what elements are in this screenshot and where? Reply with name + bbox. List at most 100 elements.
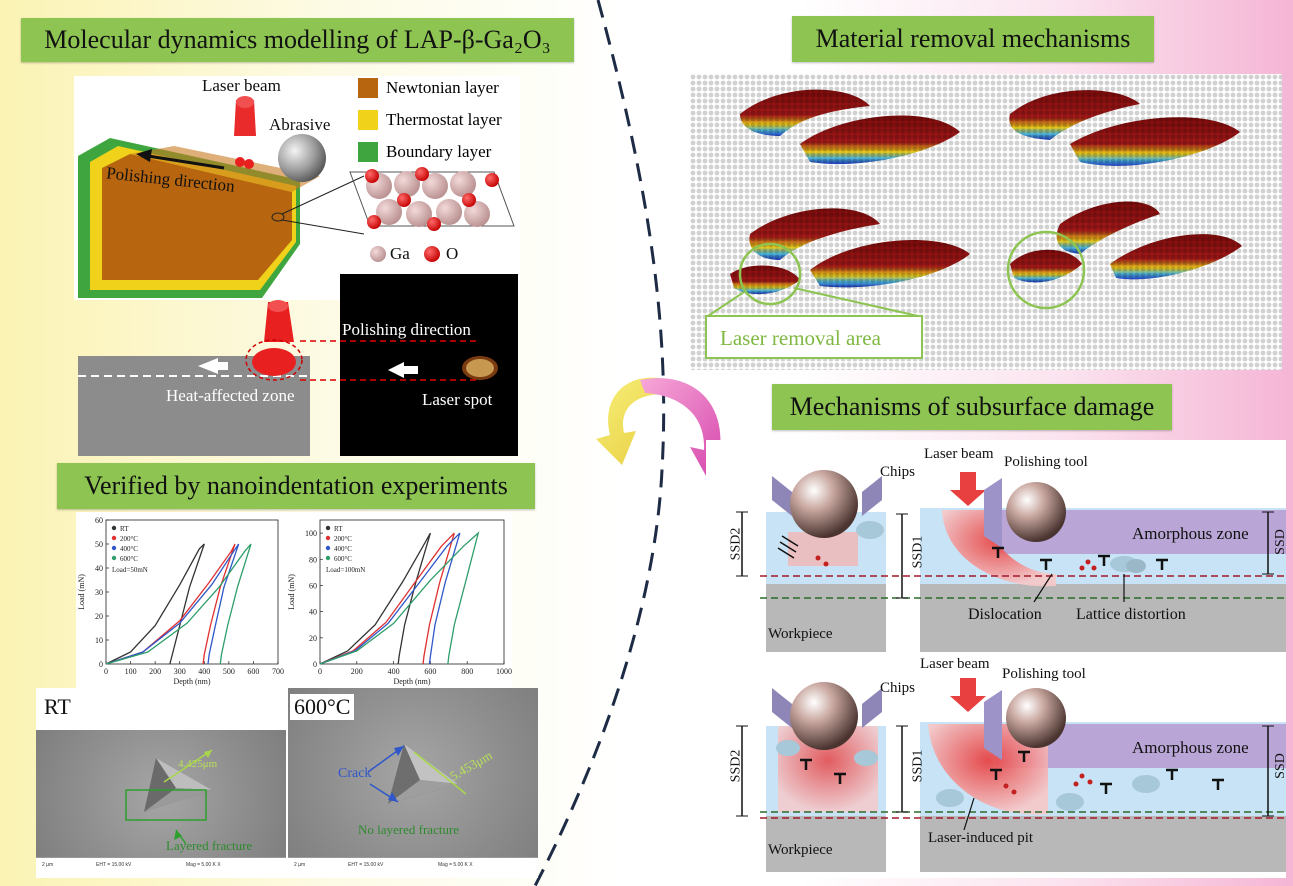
x-tick-label: 300 (174, 667, 186, 676)
load-annotation: Load=50mN (112, 566, 148, 574)
legend-thermostat: Thermostat layer (358, 110, 502, 130)
y-axis-label: Load (mN) (77, 574, 86, 610)
heat-zone-panel: Heat-affected zone (78, 296, 310, 456)
y-tick-label: 40 (309, 608, 317, 617)
polishing-tool-label-1: Polishing tool (1004, 454, 1088, 470)
o-label: O (446, 244, 459, 263)
subsurface-panel: Chips Laser beam Polishing tool Amorphou… (706, 440, 1286, 878)
laser-beam-label: Laser beam (202, 76, 281, 95)
y-tick-label: 30 (95, 588, 103, 597)
legend-label-3: 600°C (334, 555, 352, 563)
x-tick-label: 400 (388, 667, 400, 676)
legend-marker-3 (111, 555, 117, 561)
heat-affected-zone-label: Heat-affected zone (166, 386, 295, 405)
load-annotation: Load=100mN (326, 566, 365, 574)
chips-label-1: Chips (880, 464, 916, 480)
legend-marker-0 (325, 525, 331, 531)
y-tick-label: 60 (309, 581, 317, 590)
abrasive-label: Abrasive (269, 115, 331, 134)
y-tick-label: 80 (309, 555, 317, 564)
laser-spot-panel: Polishing direction Laser spot (340, 274, 518, 456)
legend-marker-0 (111, 525, 117, 531)
series-line-0 (319, 532, 432, 665)
y-tick-label: 40 (95, 564, 103, 573)
ssd2-label-1: SSD2 (728, 527, 744, 561)
y-tick-label: 0 (99, 660, 103, 669)
y-tick-label: 20 (95, 612, 103, 621)
x-tick-label: 800 (461, 667, 473, 676)
laser-spot-drawing (388, 356, 498, 380)
dim-rt-label: 4.425μm (178, 758, 218, 770)
series-line-3 (319, 531, 480, 665)
polishing-direction-2-label: Polishing direction (342, 320, 471, 339)
laser-spot-label: Laser spot (422, 390, 493, 409)
legend-marker-1 (325, 535, 331, 541)
series-line-1 (105, 543, 236, 665)
subsurface-title-banner: Mechanisms of subsurface damage (772, 384, 1172, 430)
legend-newtonian-label: Newtonian layer (386, 78, 499, 97)
laser-induced-pit-label: Laser-induced pit (928, 830, 1034, 846)
md-title: Molecular dynamics modelling of LAP-β-Ga… (44, 25, 551, 54)
heat-zone-drawing (78, 300, 310, 456)
laser-spot-link (300, 340, 478, 381)
newtonian-swatch (358, 78, 378, 98)
legend-label-1: 200°C (120, 535, 138, 543)
removal-panel: Laser removal area (690, 74, 1282, 370)
y-tick-label: 20 (309, 634, 317, 643)
no-layered-fracture-label: No layered fracture (358, 822, 460, 837)
series-line-2 (105, 543, 240, 665)
legend-label-1: 200°C (334, 535, 352, 543)
boundary-swatch (358, 142, 378, 162)
legend-marker-2 (325, 545, 331, 551)
x-tick-label: 600 (424, 667, 436, 676)
subsurface-drawing (736, 470, 1286, 872)
laser-beam-label-1: Laser beam (924, 446, 994, 462)
md-title-banner: Molecular dynamics modelling of LAP-β-Ga… (21, 18, 574, 62)
x-tick-label: 400 (198, 667, 210, 676)
y-tick-label: 10 (95, 636, 103, 645)
laser-removal-area-label: Laser removal area (720, 326, 881, 350)
polishing-tool-label-2: Polishing tool (1002, 666, 1086, 682)
x-tick-label: 600 (247, 667, 259, 676)
md-substrate-drawing (78, 96, 515, 298)
chips-label-2: Chips (880, 680, 916, 696)
legend-boundary-label: Boundary layer (386, 142, 492, 161)
y-tick-label: 60 (95, 516, 103, 525)
ssd1-label-1: SSD1 (910, 535, 926, 569)
amorphous-zone-label-2: Amorphous zone (1132, 738, 1249, 757)
ssd1-label-2: SSD1 (910, 749, 926, 783)
laser-beam-label-2: Laser beam (920, 656, 990, 672)
indent-600-drawing (367, 744, 467, 804)
series-line-2 (319, 532, 461, 665)
removal-title-banner: Material removal mechanisms (792, 16, 1154, 62)
x-axis-label: Depth (nm) (393, 677, 430, 686)
thermostat-swatch (358, 110, 378, 130)
plot-frame (319, 519, 505, 665)
layered-fracture-label: Layered fracture (166, 838, 253, 853)
legend-thermostat-label: Thermostat layer (386, 110, 502, 129)
subsurface-title: Mechanisms of subsurface damage (789, 392, 1155, 421)
series-line-0 (105, 543, 205, 665)
x-tick-label: 500 (223, 667, 235, 676)
x-tick-label: 0 (104, 667, 108, 676)
legend-label-2: 400°C (120, 545, 138, 553)
lattice-distortion-label: Lattice distortion (1076, 606, 1186, 623)
y-tick-label: 50 (95, 540, 103, 549)
x-tick-label: 1000 (496, 667, 512, 676)
dislocation-label: Dislocation (968, 606, 1042, 623)
nano-title: Verified by nanoindentation experiments (84, 471, 508, 500)
crack-label: Crack (338, 766, 372, 781)
x-tick-label: 0 (318, 667, 322, 676)
legend-newtonian: Newtonian layer (358, 78, 499, 98)
x-tick-label: 200 (149, 667, 161, 676)
ssd2-label-2: SSD2 (728, 749, 744, 783)
removal-title: Material removal mechanisms (815, 24, 1131, 53)
legend-label-2: 400°C (334, 545, 352, 553)
